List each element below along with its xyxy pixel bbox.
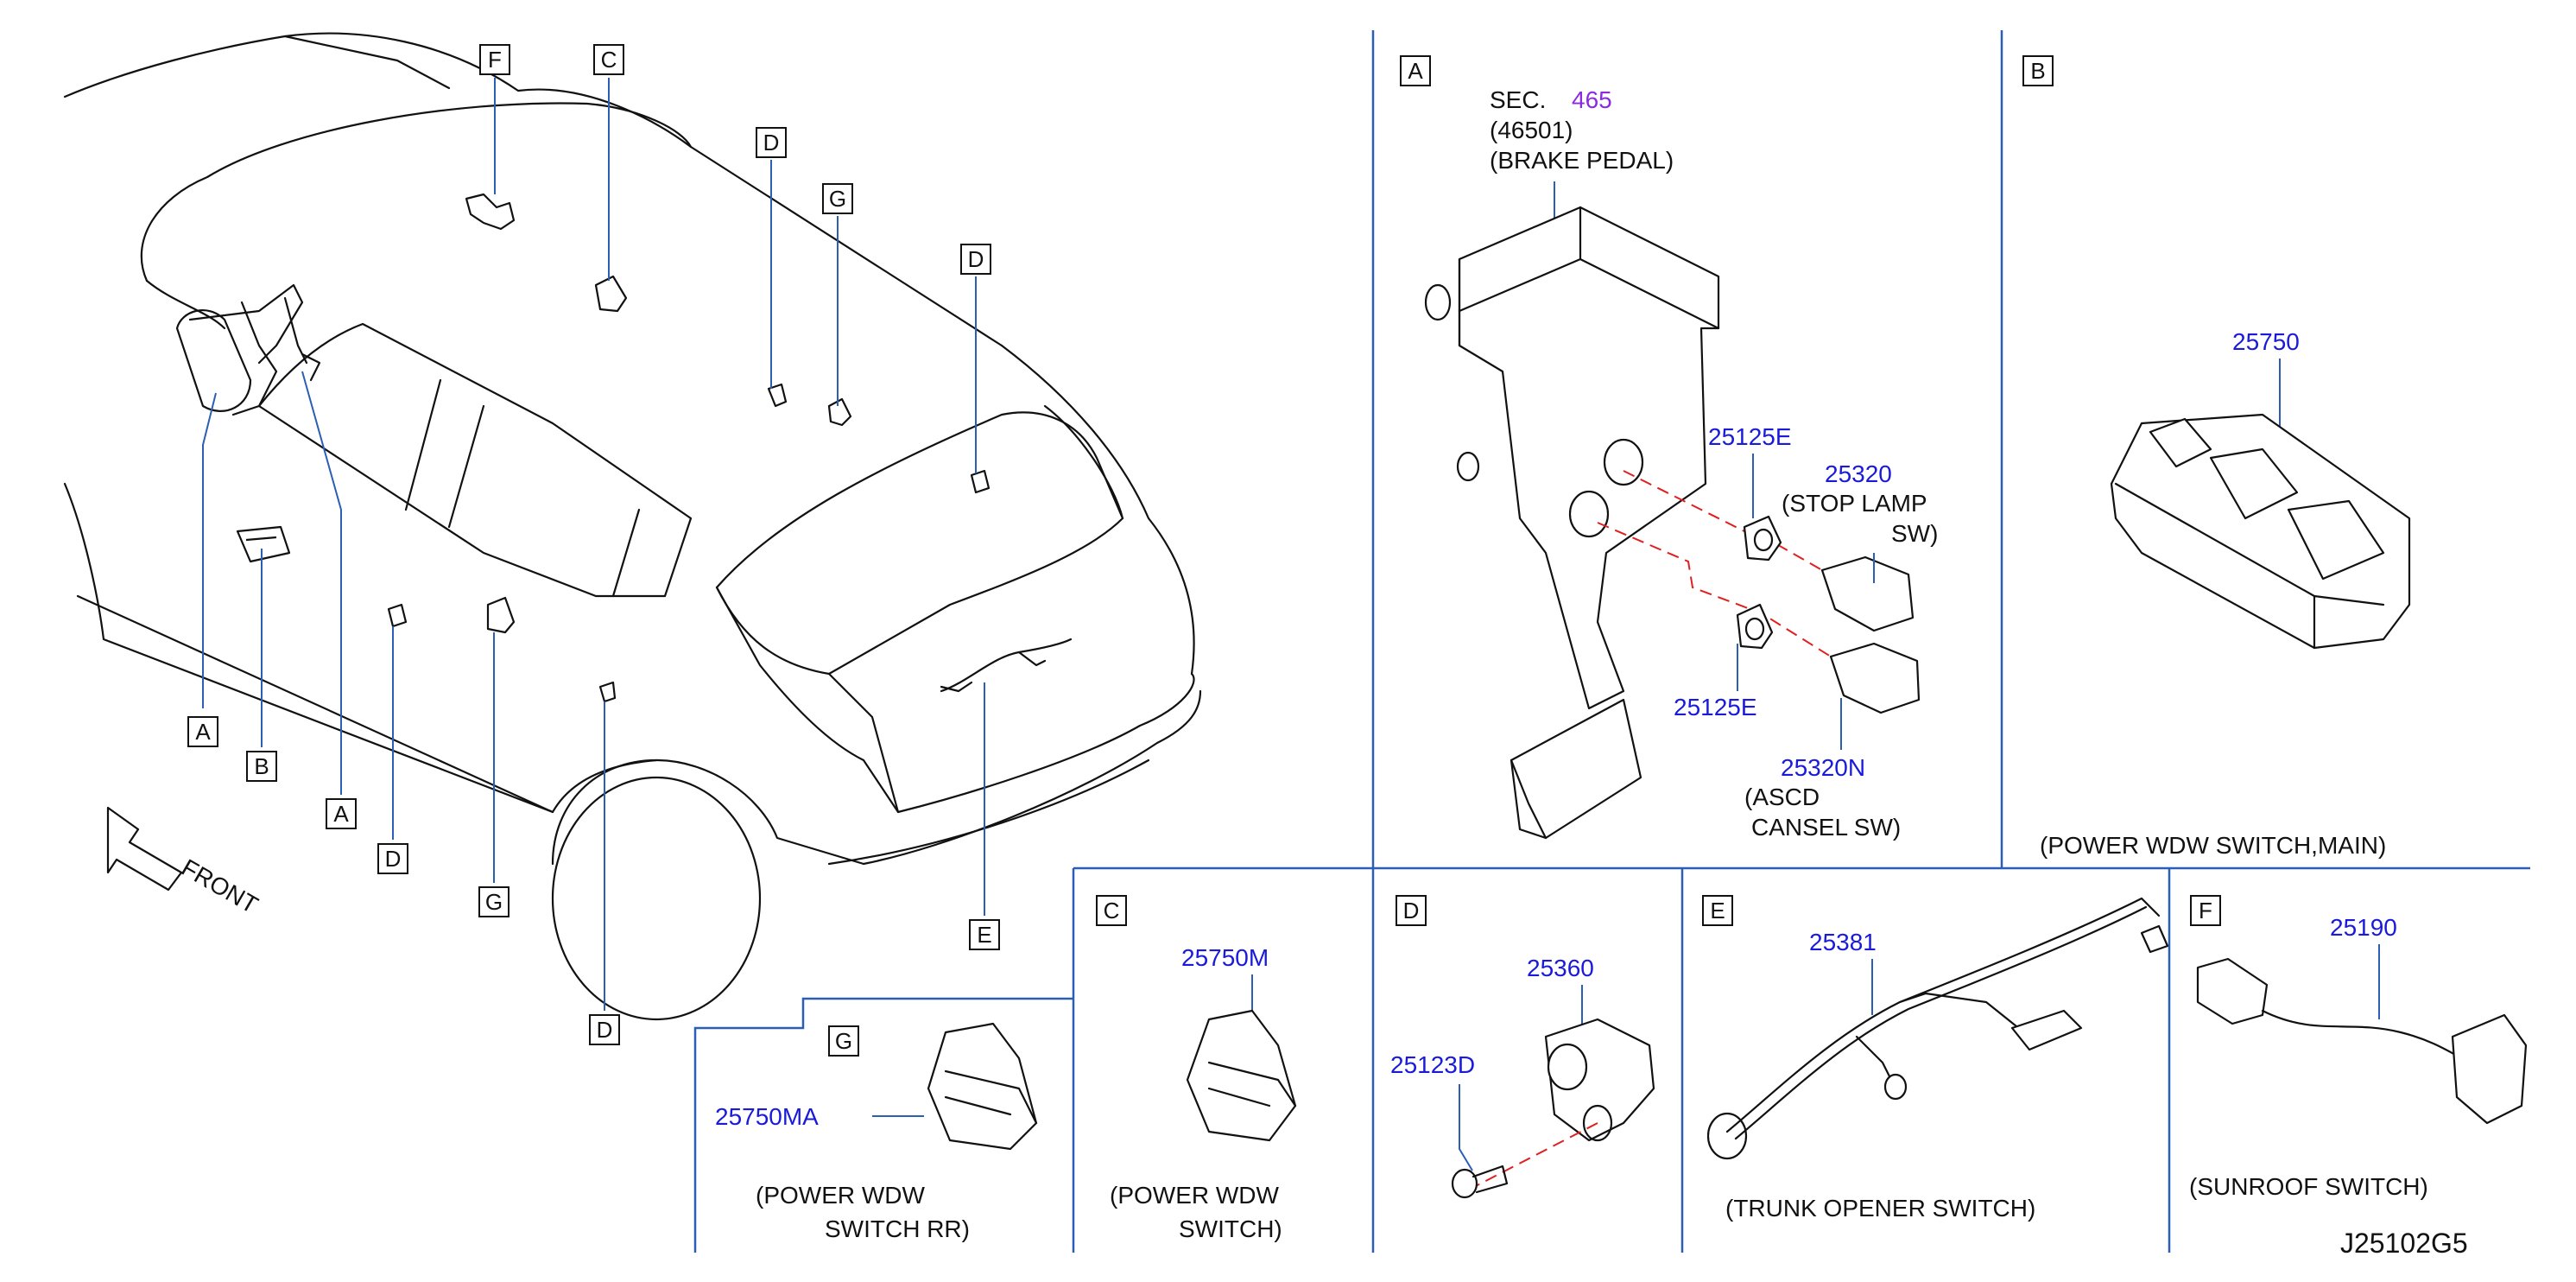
callout-g-bottom: G (478, 886, 510, 917)
callout-d-bottom: D (589, 1014, 620, 1045)
label-ascd-2: CANSEL SW) (1751, 814, 1901, 841)
sec-prefix: SEC. (1490, 86, 1546, 113)
svg-text:D: D (385, 846, 402, 872)
part-25750: 25750 (2232, 328, 2300, 355)
label-power-wdw-2: SWITCH) (1179, 1215, 1282, 1242)
callout-a-left: A (187, 716, 218, 747)
label-stop-lamp-2: SW) (1891, 520, 1938, 547)
panel-c-letter: C (1104, 898, 1120, 923)
svg-text:D: D (763, 130, 780, 155)
svg-text:C: C (601, 47, 617, 73)
panel-separators (693, 30, 2530, 1253)
overview-leaders (202, 78, 985, 1011)
panel-b: B 25750 (POWER WDW SWITCH,MAIN) (2022, 55, 2411, 859)
panel-a: A SEC. 465 (46501) (BRAKE PEDAL) 25125E … (1400, 55, 1938, 841)
callout-d-top: D (756, 127, 787, 158)
svg-text:A: A (195, 719, 211, 745)
part-25190: 25190 (2330, 914, 2397, 941)
panel-c: C 25750M (POWER WDW SWITCH) (1096, 895, 1297, 1242)
part-25381: 25381 (1809, 929, 1877, 955)
overview-callouts: A B A D G D E F C D G D (187, 44, 1000, 1045)
panel-a-letter: A (1408, 58, 1423, 84)
sec-part: (46501) (1490, 117, 1573, 143)
callout-b: B (246, 751, 277, 782)
callout-e: E (969, 919, 1000, 950)
sec-name: (BRAKE PEDAL) (1490, 147, 1674, 174)
part-25320: 25320 (1825, 460, 1892, 487)
part-25123d: 25123D (1390, 1051, 1475, 1078)
svg-text:F: F (488, 47, 502, 73)
label-stop-lamp-1: (STOP LAMP (1782, 490, 1927, 517)
vehicle-overview-drawing (63, 32, 1202, 1021)
part-25750ma: 25750MA (715, 1103, 819, 1130)
label-power-wdw-rr-1: (POWER WDW (756, 1182, 926, 1209)
svg-text:D: D (968, 246, 984, 272)
label-trunk-opener: (TRUNK OPENER SWITCH) (1725, 1195, 2035, 1222)
label-sunroof-switch: (SUNROOF SWITCH) (2189, 1173, 2428, 1200)
callout-f: F (479, 44, 510, 75)
svg-text:A: A (333, 801, 349, 827)
label-power-wdw-rr-2: SWITCH RR) (825, 1215, 970, 1242)
part-25750m: 25750M (1181, 944, 1269, 971)
front-label: FRONT (177, 854, 263, 918)
sec-number: 465 (1572, 86, 1612, 113)
panel-d-letter: D (1403, 898, 1420, 923)
panel-e: E 25381 (TRUNK OPENER SWITCH) (1702, 895, 2169, 1222)
svg-text:E: E (977, 922, 991, 948)
part-25125e-bottom: 25125E (1674, 694, 1757, 720)
label-power-wdw-1: (POWER WDW (1110, 1182, 1280, 1209)
part-25320n: 25320N (1781, 754, 1865, 781)
part-25360: 25360 (1527, 955, 1594, 981)
panel-g-letter: G (835, 1028, 852, 1054)
callout-g-top: G (822, 183, 853, 214)
svg-text:G: G (829, 186, 846, 212)
callout-d-left: D (377, 843, 408, 874)
callout-a-right: A (326, 798, 357, 829)
callout-d-right: D (960, 244, 991, 275)
panel-d: D 25360 25123D (1390, 895, 1655, 1199)
label-ascd-1: (ASCD (1744, 784, 1820, 810)
panel-f-letter: F (2199, 898, 2212, 923)
callout-c: C (593, 44, 624, 75)
svg-text:G: G (485, 889, 503, 915)
panel-f: F 25190 (SUNROOF SWITCH) (2189, 895, 2528, 1200)
panel-e-letter: E (1710, 898, 1725, 923)
diagram-id: J25102G5 (2340, 1228, 2468, 1259)
svg-text:D: D (597, 1017, 613, 1043)
label-power-wdw-main: (POWER WDW SWITCH,MAIN) (2040, 832, 2386, 859)
panel-g: G 25750MA (POWER WDW SWITCH RR) (715, 1022, 1038, 1242)
svg-text:B: B (254, 753, 269, 779)
part-25125e-top: 25125E (1708, 423, 1792, 450)
panel-b-letter: B (2030, 58, 2045, 84)
